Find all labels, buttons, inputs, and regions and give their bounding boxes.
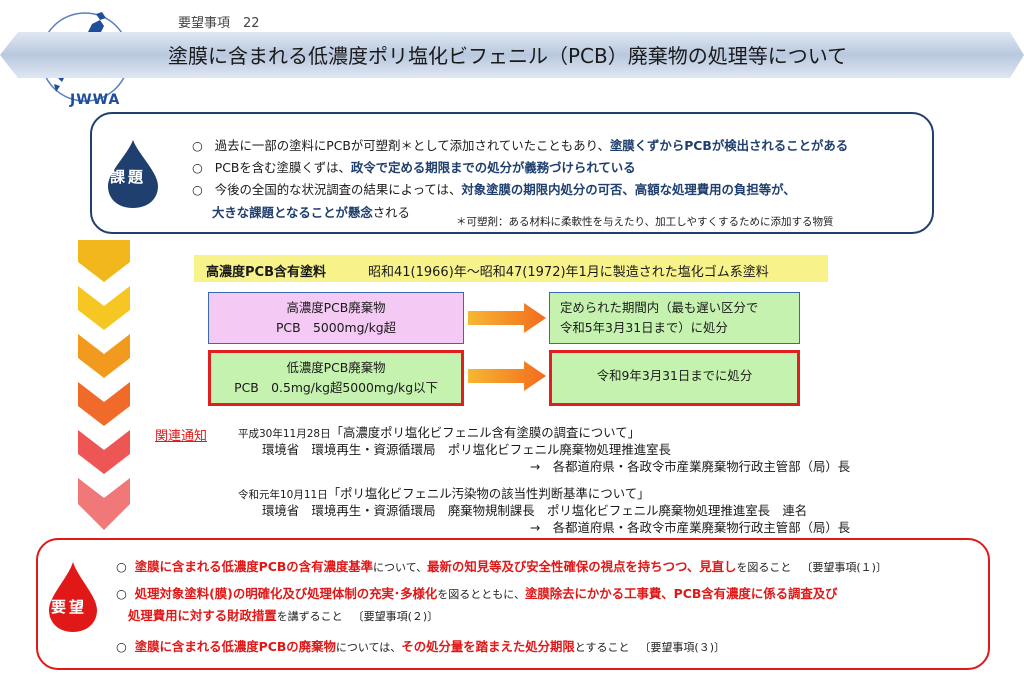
request-drop-badge	[49, 562, 97, 632]
notice-2-title: 「ポリ塩化ビフェニル汚染物の該当性判断基準について」	[327, 486, 650, 501]
request-text: については、	[335, 641, 402, 654]
request-highlight: 処理対象塗料(膜)の明確化及び処理体制の充実･多様化	[134, 586, 438, 601]
low-pcb-title: 低濃度PCB廃棄物	[286, 360, 386, 375]
bullet: ○	[192, 160, 203, 175]
request-highlight: 塗膜に含まれる低濃度PCBの含有濃度基準	[134, 559, 374, 574]
low-pcb-box: 低濃度PCB廃棄物 PCB 0.5mg/kg超5000mg/kg以下	[208, 350, 464, 406]
request-box	[36, 538, 990, 670]
low-pcb-value: PCB 0.5mg/kg超5000mg/kg以下	[234, 380, 438, 395]
request-line-2b: 処理費用に対する財政措置を講ずること 〔要望事項(２)〕	[128, 606, 438, 624]
issue-line-4: 大きな課題となることが懸念される	[212, 203, 410, 221]
issue-text: 今後の全国的な状況調査の結果によっては、	[214, 182, 462, 197]
request-line-1: ○ 塗膜に含まれる低濃度PCBの含有濃度基準について、最新の知見等及び安全性確保…	[116, 557, 887, 575]
bullet: ○	[116, 639, 127, 654]
paint-label: 高濃度PCB含有塗料	[206, 265, 326, 280]
title-bar	[0, 32, 1024, 78]
page-title: 塗膜に含まれる低濃度ポリ塩化ビフェニル（PCB）廃棄物の処理等について	[168, 44, 848, 68]
arrow-right-icon	[468, 361, 546, 391]
high-pcb-value: PCB 5000mg/kg超	[275, 320, 397, 335]
issue-highlight: 政令で定める期限までの処分が義務づけられている	[350, 160, 636, 175]
request-text: とすること	[574, 641, 630, 654]
request-highlight: 塗膜除去にかかる工事費、PCB含有濃度に係る調査及び	[524, 586, 838, 601]
logo-text: JWWA	[70, 92, 121, 108]
paint-info-bar: 高濃度PCB含有塗料 昭和41(1966)年～昭和47(1972)年1月に製造さ…	[194, 255, 828, 282]
request-line-2: ○ 処理対象塗料(膜)の明確化及び処理体制の充実･多様化を図るとともに、塗膜除去…	[116, 584, 838, 602]
issue-highlight: 対象塗膜の期限内処分の可否、高額な処理費用の負担等が、	[461, 182, 796, 197]
request-text: を図ること	[736, 561, 792, 574]
request-highlight: 塗膜に含まれる低濃度PCBの廃棄物	[134, 639, 336, 654]
request-tag: 〔要望事項(１)〕	[801, 561, 887, 574]
notice-2-from: 環境省 環境再生・資源循環局 廃棄物規制課長 ポリ塩化ビフェニル廃棄物処理推進室…	[262, 503, 808, 518]
high-result-line-2: 令和5年3月31日まで）に処分	[560, 320, 728, 335]
request-text: を図るとともに、	[437, 588, 525, 601]
issue-text: される	[372, 205, 410, 220]
bullet: ○	[116, 559, 127, 574]
request-tag: 〔要望事項(２)〕	[352, 610, 439, 623]
notice-1-to: → 各都道府県・各政令市産業廃棄物行政主管部（局）長	[530, 459, 851, 474]
request-line-3: ○ 塗膜に含まれる低濃度PCBの廃棄物については、その処分量を踏まえた処分期限と…	[116, 637, 725, 655]
request-highlight: その処分量を踏まえた処分期限	[401, 639, 575, 654]
high-pcb-result-box: 定められた期間内（最も遅い区分で 令和5年3月31日まで）に処分	[549, 292, 800, 344]
item-number: 要望事項 22	[178, 16, 260, 31]
high-pcb-box: 高濃度PCB廃棄物 PCB 5000mg/kg超	[208, 292, 464, 344]
request-badge-label: 要望	[51, 598, 88, 616]
issue-line-1: ○ 過去に一部の塗料にPCBが可塑剤＊として添加されていたこともあり、塗膜くずか…	[192, 136, 848, 154]
issue-text: 過去に一部の塗料にPCBが可塑剤＊として添加されていたこともあり、	[214, 138, 610, 153]
related-notices-label: 関連通知	[155, 429, 208, 444]
paint-description: 昭和41(1966)年～昭和47(1972)年1月に製造された塩化ゴム系塗料	[368, 265, 769, 280]
notice-1-header: 平成30年11月28日「高濃度ポリ塩化ビフェニル含有塗膜の調査について」	[238, 423, 640, 441]
issue-highlight: 大きな課題となることが懸念	[212, 205, 373, 220]
footnote: ＊可塑剤：ある材料に柔軟性を与えたり、加工しやすくするために添加する物質	[456, 216, 834, 228]
arrow-right-icon	[468, 303, 546, 333]
notice-2-header: 令和元年10月11日「ポリ塩化ビフェニル汚染物の該当性判断基準について」	[238, 484, 650, 502]
bullet: ○	[116, 586, 127, 601]
issue-line-3: ○ 今後の全国的な状況調査の結果によっては、対象塗膜の期限内処分の可否、高額な処…	[192, 180, 796, 198]
request-highlight: 処理費用に対する財政措置	[128, 608, 277, 623]
request-text: を講ずること	[276, 610, 343, 623]
high-pcb-title: 高濃度PCB廃棄物	[286, 300, 386, 315]
notice-1-from: 環境省 環境再生・資源循環局 ポリ塩化ビフェニル廃棄物処理推進室長	[262, 442, 671, 457]
bullet: ○	[192, 182, 203, 197]
notice-1-date: 平成30年11月28日	[238, 428, 331, 440]
issue-line-2: ○ PCBを含む塗膜くずは、政令で定める期限までの処分が義務づけられている	[192, 158, 636, 176]
issue-text: PCBを含む塗膜くずは、	[214, 160, 351, 175]
flow-chevrons	[78, 240, 130, 530]
issue-highlight: 塗膜くずからPCBが検出されることがある	[609, 138, 849, 153]
issue-box	[90, 112, 934, 234]
notice-2-to: → 各都道府県・各政令市産業廃棄物行政主管部（局）長	[530, 520, 851, 535]
high-result-line-1: 定められた期間内（最も遅い区分で	[560, 300, 759, 315]
bullet: ○	[192, 138, 203, 153]
notice-1-title: 「高濃度ポリ塩化ビフェニル含有塗膜の調査について」	[330, 425, 640, 440]
notice-2-date: 令和元年10月11日	[238, 489, 328, 501]
issue-drop-badge	[108, 140, 158, 208]
request-highlight: 最新の知見等及び安全性確保の視点を持ちつつ、見直し	[427, 559, 737, 574]
request-text: について、	[373, 561, 428, 574]
request-tag: 〔要望事項(３)〕	[639, 641, 725, 654]
low-pcb-result-box: 令和9年3月31日までに処分	[549, 350, 800, 406]
issue-badge-label: 課題	[110, 168, 147, 186]
